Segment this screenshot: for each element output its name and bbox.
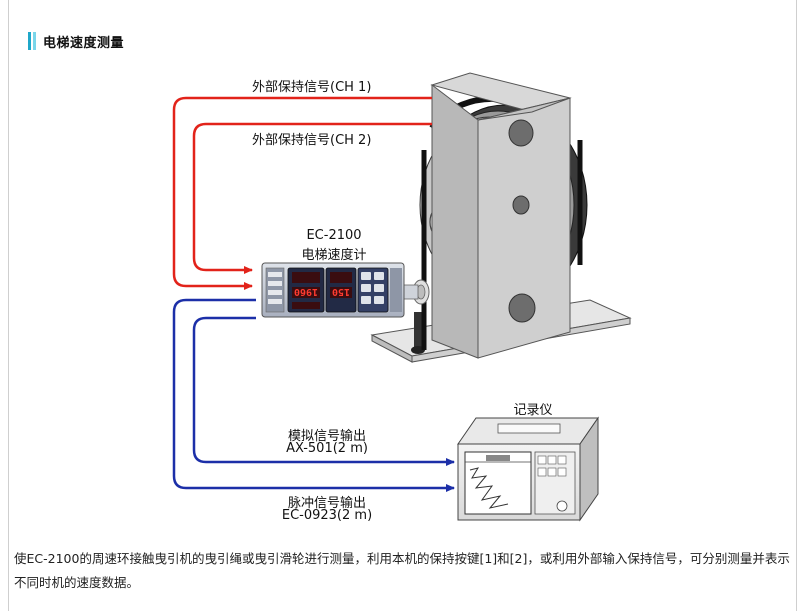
pulse-output-line	[172, 298, 455, 492]
hold-ch1-line	[172, 96, 432, 290]
hold-ch1-label: 外部保持信号(CH 1)	[252, 80, 372, 95]
description-text: 使EC-2100的周速环接触曳引机的曳引绳或曳引滑轮进行测量，利用本机的保持按键…	[14, 551, 790, 590]
recorder-label: 记录仪	[513, 403, 553, 418]
page-title: 电梯速度测量	[43, 35, 125, 51]
ec-2100-device: 1960 150	[261, 262, 405, 318]
pulse-cable-label: EC-0923(2 m)	[281, 508, 373, 523]
hold-ch2-line	[192, 122, 432, 274]
section-header: 电梯速度测量	[28, 31, 124, 51]
pulse-output-label: 脉冲信号输出	[287, 496, 367, 511]
recorder-device	[457, 416, 599, 522]
analog-cable-label: AX-501(2 m)	[286, 441, 368, 456]
display-right-readout: 150	[332, 286, 350, 297]
device-name-label: 电梯速度计	[301, 248, 367, 263]
traction-machine	[370, 72, 632, 363]
accent-bar-icon	[28, 32, 31, 50]
accent-bar-light-icon	[33, 32, 36, 50]
analog-output-label: 模拟信号输出	[287, 429, 367, 444]
analog-output-line	[192, 316, 455, 466]
hold-ch2-label: 外部保持信号(CH 2)	[252, 133, 372, 148]
display-left-readout: 1960	[294, 286, 318, 297]
content-frame	[8, 0, 797, 611]
device-model-label: EC-2100	[306, 228, 362, 243]
